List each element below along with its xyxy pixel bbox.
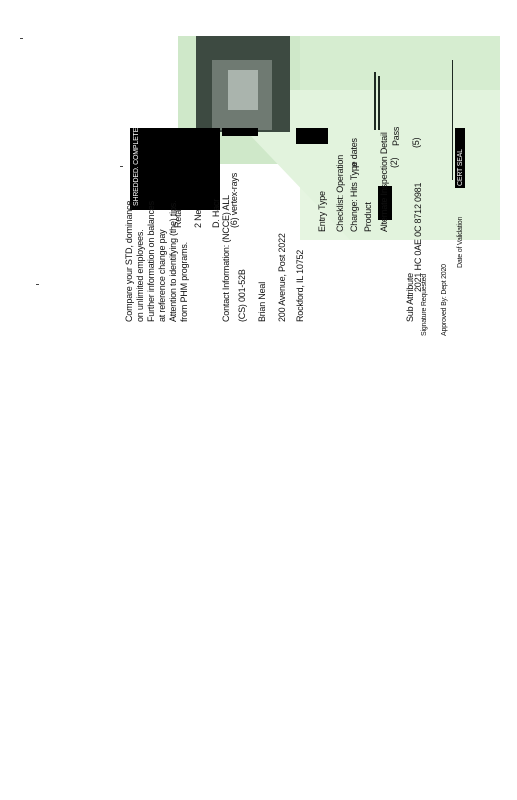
photo-line	[452, 60, 453, 180]
redaction-block	[378, 186, 392, 220]
middle-text: 2 Ne	[193, 209, 203, 228]
photo-line	[374, 72, 376, 130]
form-value: (2)	[389, 157, 399, 168]
contact-address: 200 Avenue, Post 2022	[277, 233, 287, 322]
instruction-line: on unlimited employees.	[135, 229, 145, 322]
middle-text: (6) vertex-rays	[229, 172, 239, 228]
form-value: (5)	[411, 137, 421, 148]
form-value: P	[351, 162, 361, 168]
form-field: Product	[363, 202, 373, 232]
account-label: Sub Attribute	[405, 273, 415, 322]
redaction-block	[222, 128, 258, 136]
form-field: Checklist: Operation	[335, 154, 345, 232]
contact-name: Brian Neal	[257, 281, 267, 322]
signature-label: Signature Requested	[421, 274, 428, 336]
form-value: Pass	[391, 126, 401, 146]
scan-speck	[20, 38, 23, 39]
instruction-line: Compare your STD, dominance	[124, 200, 134, 322]
form-field: Change: Hits Type dates	[349, 138, 359, 232]
stamp-text: CERT SEAL	[457, 149, 464, 186]
redaction-block	[455, 128, 465, 188]
redaction-block	[296, 128, 328, 144]
photo-line	[378, 76, 380, 130]
banner-text: SHREDDED. COMPLETE. FAX	[133, 111, 140, 206]
instruction-line: from PHM programs.	[179, 242, 189, 322]
date-label: Date of Validation	[457, 216, 464, 268]
middle-text: D. Hacr	[211, 198, 221, 228]
approved-label: Approved By: Dept 2020	[441, 264, 448, 336]
scan-speck	[36, 284, 39, 285]
entry-type-label: Entry Type	[317, 191, 327, 232]
photo-light-area	[228, 70, 258, 110]
instruction-line: at reference change pay	[157, 229, 167, 322]
redaction-block	[130, 128, 220, 210]
middle-text: Reta	[173, 209, 183, 228]
contact-city: Rockford, IL 10752	[295, 249, 305, 322]
contact-phone: (CS) 001-52B	[237, 269, 247, 322]
instruction-line: Further information on balances	[146, 201, 156, 322]
form-field: Alternate Inspection Detail	[379, 132, 389, 232]
scan-speck	[120, 166, 123, 167]
photo-highlight	[300, 36, 500, 96]
